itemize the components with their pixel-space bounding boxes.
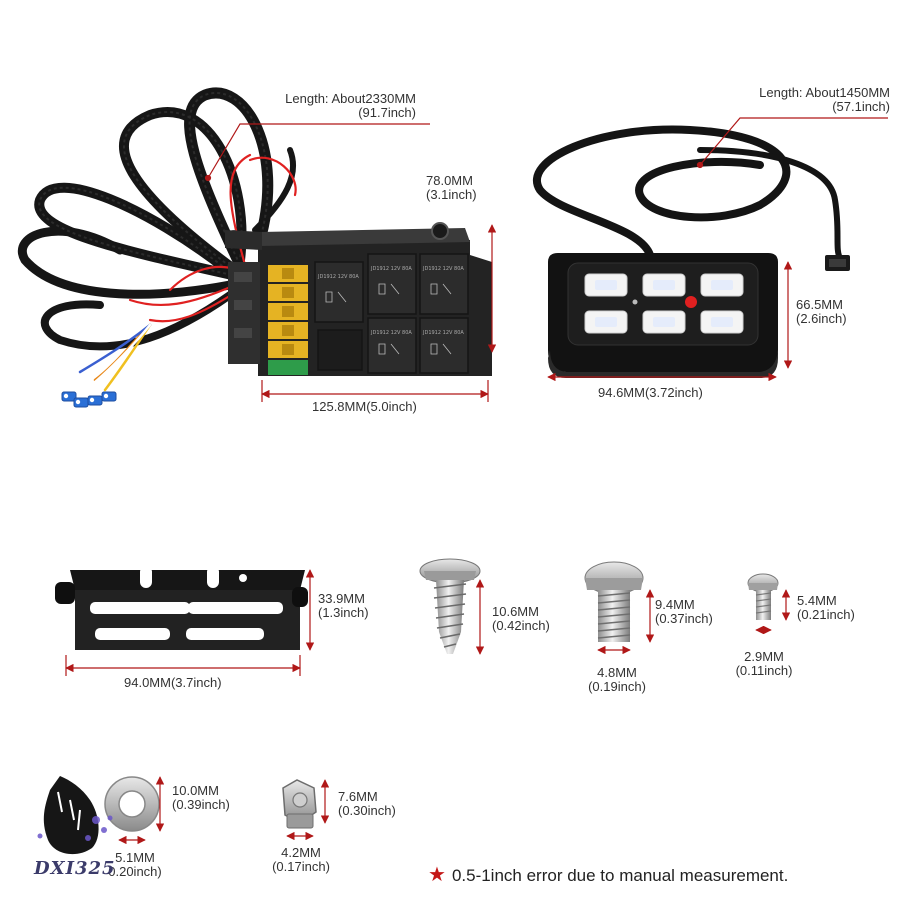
relay-label: JD1912 12V 80A [370, 266, 412, 272]
switch-panel [533, 125, 850, 378]
bolt-length-label: 9.4MM (0.37inch) [655, 598, 713, 626]
washer-outer-mm: 10.0MM [172, 783, 219, 798]
bolt-dia-in: (0.19inch) [588, 679, 646, 694]
tapping-screw [419, 558, 481, 654]
washer-outer-label: 10.0MM (0.39inch) [172, 784, 230, 812]
mounting-bracket [55, 566, 308, 650]
harness-height-label: 78.0MM (3.1inch) [426, 174, 477, 202]
measurement-note-text: 0.5-1inch error due to manual measuremen… [451, 866, 789, 885]
bracket-height-in: (1.3inch) [318, 605, 369, 620]
washer-inner-mm: 5.1MM [115, 850, 155, 865]
relay-label: JD1912 12V 80A [422, 330, 464, 336]
panel-length-mm: Length: About1450MM [759, 85, 890, 100]
harness-width-mm: 125.8MM [312, 399, 367, 414]
bracket-width-in: (3.7inch) [170, 675, 222, 690]
small-screw-dia-mm: 2.9MM [744, 649, 784, 664]
relay-label: JD1912 12V 80A [317, 274, 359, 280]
washer-inner-label: 5.1MM 0.20inch) [100, 851, 170, 879]
harness-height-mm: 78.0MM [426, 173, 473, 188]
bracket-height-mm: 33.9MM [318, 591, 365, 606]
hex-nut [282, 779, 317, 829]
flat-washer [104, 776, 160, 832]
nut-height-label: 7.6MM (0.30inch) [338, 790, 396, 818]
bolt-dia-mm: 4.8MM [597, 665, 637, 680]
tapping-screw-mm: 10.6MM [492, 604, 539, 619]
small-screw-length-label: 5.4MM (0.21inch) [797, 594, 855, 622]
fuse-relay-box: JD1912 12V 80A JD1912 12V 80A JD1912 12V… [225, 222, 492, 376]
star-icon: ★ [428, 864, 446, 886]
small-screw-dia-label: 2.9MM (0.11inch) [726, 650, 802, 678]
harness-height-in: (3.1inch) [426, 187, 477, 202]
relay-label: JD1912 12V 80A [422, 266, 464, 272]
small-screw-length-in: (0.21inch) [797, 607, 855, 622]
tapping-screw-label: 10.6MM (0.42inch) [492, 605, 550, 633]
panel-width-in: (3.72inch) [644, 385, 703, 400]
tapping-screw-in: (0.42inch) [492, 618, 550, 633]
washer-outer-in: (0.39inch) [172, 797, 230, 812]
washer-inner-in: 0.20inch) [108, 864, 162, 879]
harness-length-label: Length: About2330MM (91.7inch) [236, 92, 416, 120]
small-screw [747, 573, 779, 620]
nut-width-in: (0.17inch) [272, 859, 330, 874]
watermark-text: DXI325 [34, 858, 116, 879]
nut-height-in: (0.30inch) [338, 803, 396, 818]
nut-height-mm: 7.6MM [338, 789, 378, 804]
nut-width-mm: 4.2MM [281, 845, 321, 860]
measurement-note: ★ 0.5-1inch error due to manual measureme… [428, 862, 788, 887]
panel-length-label: Length: About1450MM (57.1inch) [700, 86, 890, 114]
harness-width-in: (5.0inch) [366, 399, 417, 414]
harness-length-mm: Length: About2330MM [285, 91, 416, 106]
bolt-length-mm: 9.4MM [655, 597, 695, 612]
wiring-harness [17, 87, 297, 408]
panel-length-in: (57.1inch) [832, 99, 890, 114]
harness-length-in: (91.7inch) [358, 105, 416, 120]
bracket-height-label: 33.9MM (1.3inch) [318, 592, 369, 620]
dimension-lines [65, 117, 888, 845]
machine-bolt [584, 561, 644, 642]
bracket-width-label: 94.0MM(3.7inch) [124, 676, 222, 690]
panel-width-mm: 94.6MM [598, 385, 645, 400]
small-screw-dia-in: (0.11inch) [735, 663, 793, 678]
watermark-logo [37, 776, 113, 855]
panel-width-label: 94.6MM(3.72inch) [598, 386, 703, 400]
panel-height-mm: 66.5MM [796, 297, 843, 312]
panel-height-in: (2.6inch) [796, 311, 847, 326]
bolt-length-in: (0.37inch) [655, 611, 713, 626]
harness-width-label: 125.8MM(5.0inch) [312, 400, 417, 414]
panel-height-label: 66.5MM (2.6inch) [796, 298, 847, 326]
small-screw-length-mm: 5.4MM [797, 593, 837, 608]
nut-width-label: 4.2MM (0.17inch) [264, 846, 338, 874]
bracket-width-mm: 94.0MM [124, 675, 171, 690]
relay-label: JD1912 12V 80A [370, 330, 412, 336]
bolt-dia-label: 4.8MM (0.19inch) [572, 666, 662, 694]
